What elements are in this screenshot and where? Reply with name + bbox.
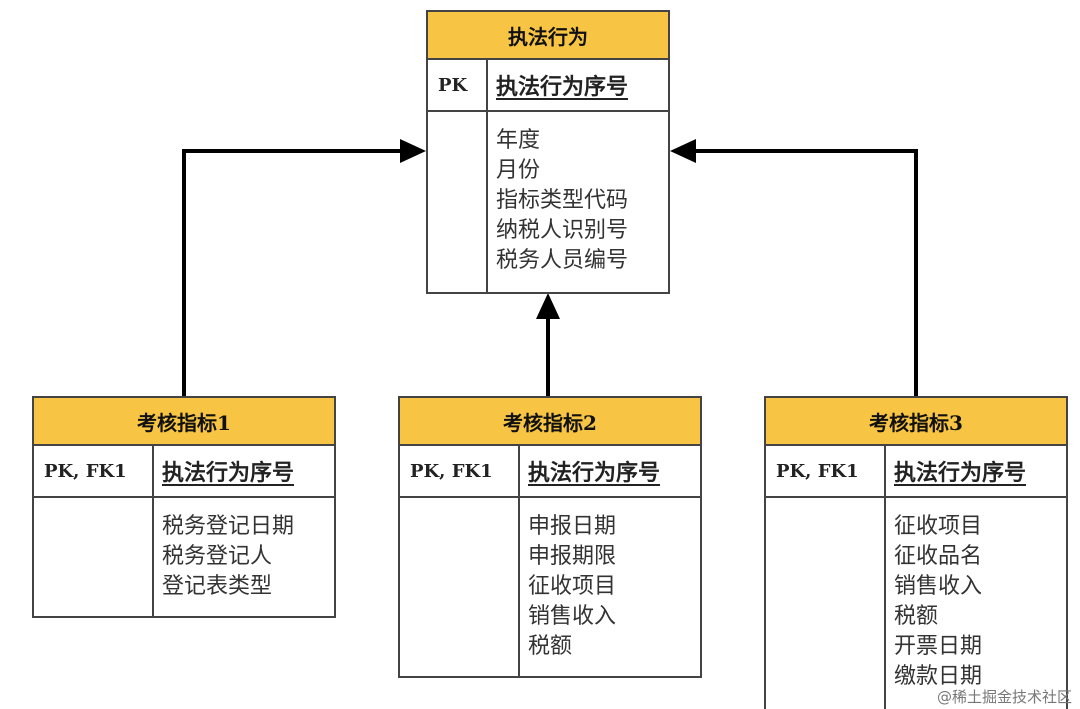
key-type-label: PK <box>438 74 468 96</box>
attribute-item: 申报日期 <box>528 514 617 539</box>
attribute-item: 税务人员编号 <box>496 248 629 273</box>
attribute-section: 税务登记日期 税务登记人 登记表类型 <box>34 498 334 616</box>
primary-key-row: PK, FK1 执法行为序号 <box>34 446 334 498</box>
entity-title: 考核指标2 <box>400 398 700 446</box>
primary-key-field: 执法行为序号 <box>496 74 629 100</box>
column-divider <box>152 498 154 616</box>
entity-title: 考核指标1 <box>34 398 334 446</box>
connector-indicator1-to-main <box>182 139 426 396</box>
entity-indicator-3: 考核指标3 PK, FK1 执法行为序号 征收项目 征收品名 销售收入 税额 开… <box>764 396 1068 709</box>
attribute-item: 税务登记日期 <box>162 514 295 539</box>
attribute-list: 申报日期 申报期限 征收项目 销售收入 税额 <box>528 512 616 662</box>
column-divider <box>884 498 886 709</box>
column-divider <box>486 112 488 292</box>
entity-indicator-2: 考核指标2 PK, FK1 执法行为序号 申报日期 申报期限 征收项目 销售收入… <box>398 396 702 678</box>
attribute-item: 年度 <box>496 128 541 153</box>
attribute-item: 申报期限 <box>528 544 617 569</box>
primary-key-field: 执法行为序号 <box>894 460 1027 486</box>
attribute-section: 征收项目 征收品名 销售收入 税额 开票日期 缴款日期 <box>766 498 1066 709</box>
column-divider <box>486 60 488 110</box>
attribute-section: 申报日期 申报期限 征收项目 销售收入 税额 <box>400 498 700 676</box>
attribute-item: 税额 <box>528 634 573 659</box>
primary-key-row: PK, FK1 执法行为序号 <box>400 446 700 498</box>
attribute-item: 纳税人识别号 <box>496 218 629 243</box>
attribute-item: 开票日期 <box>894 634 983 659</box>
primary-key-field: 执法行为序号 <box>528 460 661 486</box>
column-divider <box>518 446 520 496</box>
attribute-item: 登记表类型 <box>162 574 273 599</box>
attribute-item: 缴款日期 <box>894 664 983 689</box>
column-divider <box>152 446 154 496</box>
attribute-section: 年度 月份 指标类型代码 纳税人识别号 税务人员编号 <box>428 112 668 292</box>
primary-key-field: 执法行为序号 <box>162 460 295 486</box>
primary-key-row: PK 执法行为序号 <box>428 60 668 112</box>
entity-title: 考核指标3 <box>766 398 1066 446</box>
attribute-item: 税务登记人 <box>162 544 273 569</box>
watermark-text: @稀土掘金技术社区 <box>936 688 1072 706</box>
attribute-item: 税额 <box>894 604 939 629</box>
arrowhead-left <box>400 139 426 163</box>
column-divider <box>884 446 886 496</box>
entity-indicator-1: 考核指标1 PK, FK1 执法行为序号 税务登记日期 税务登记人 登记表类型 <box>32 396 336 618</box>
attribute-list: 年度 月份 指标类型代码 纳税人识别号 税务人员编号 <box>496 126 628 276</box>
attribute-list: 税务登记日期 税务登记人 登记表类型 <box>162 512 294 602</box>
key-type-label: PK, FK1 <box>410 460 493 482</box>
attribute-item: 征收项目 <box>894 514 983 539</box>
attribute-item: 征收品名 <box>894 544 983 569</box>
primary-key-row: PK, FK1 执法行为序号 <box>766 446 1066 498</box>
connector-indicator2-to-main <box>536 293 560 396</box>
attribute-list: 征收项目 征收品名 销售收入 税额 开票日期 缴款日期 <box>894 512 982 692</box>
attribute-item: 月份 <box>496 158 541 183</box>
entity-title: 执法行为 <box>428 12 668 60</box>
key-type-label: PK, FK1 <box>44 460 127 482</box>
key-type-label: PK, FK1 <box>776 460 859 482</box>
attribute-item: 销售收入 <box>528 604 617 629</box>
attribute-item: 销售收入 <box>894 574 983 599</box>
column-divider <box>518 498 520 676</box>
attribute-item: 征收项目 <box>528 574 617 599</box>
attribute-item: 指标类型代码 <box>496 188 629 213</box>
arrowhead-right <box>670 139 696 163</box>
connector-indicator3-to-main <box>670 139 918 396</box>
entity-enforcement-action: 执法行为 PK 执法行为序号 年度 月份 指标类型代码 纳税人识别号 税务人员编… <box>426 10 670 294</box>
arrowhead-middle <box>536 293 560 319</box>
